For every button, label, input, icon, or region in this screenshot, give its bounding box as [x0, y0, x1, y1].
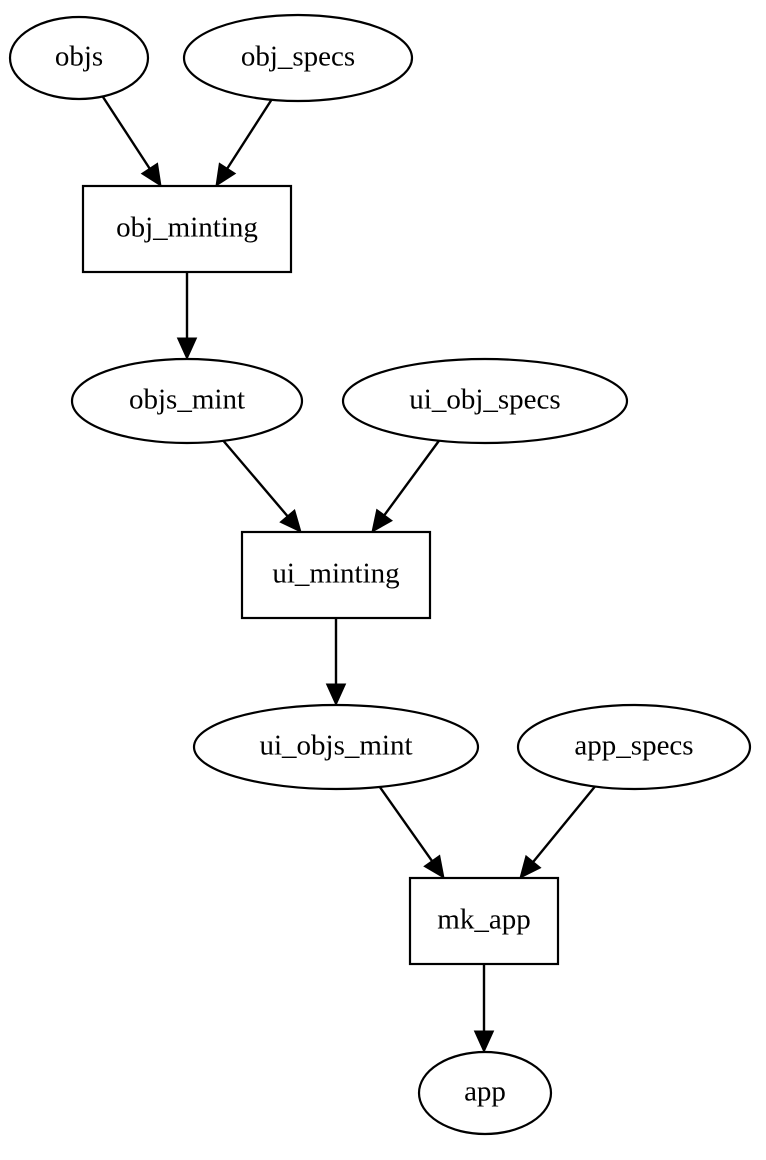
arrowhead-icon: [473, 1030, 495, 1054]
edge-line: [101, 96, 151, 170]
node-rect-obj_minting[interactable]: [81, 184, 293, 274]
node-ellipse-ui_objs_mint[interactable]: [192, 703, 480, 791]
edge-objs-to-obj_minting: [101, 96, 162, 188]
node-rect-mk_app[interactable]: [408, 876, 560, 966]
node-ellipse-app_specs[interactable]: [516, 703, 752, 791]
edge-line: [383, 437, 442, 516]
arrowhead-icon: [371, 508, 394, 533]
node-app_specs[interactable]: app_specs: [516, 703, 752, 791]
edge-line: [226, 98, 274, 169]
node-objs[interactable]: objs: [8, 15, 150, 101]
edge-line: [220, 437, 289, 517]
arrowhead-icon: [423, 854, 445, 879]
edge-app_specs-to-mk_app: [519, 783, 598, 879]
node-ellipse-app[interactable]: [417, 1050, 553, 1136]
node-ellipse-objs_mint[interactable]: [70, 357, 304, 445]
edge-mk_app-to-app: [473, 964, 495, 1054]
node-ellipse-obj_specs[interactable]: [182, 13, 414, 103]
node-app[interactable]: app: [417, 1050, 553, 1136]
edge-obj_minting-to-objs_mint: [176, 272, 198, 361]
node-objs_mint[interactable]: objs_mint: [70, 357, 304, 445]
node-ui_minting[interactable]: ui_minting: [240, 530, 432, 620]
edge-line: [532, 783, 598, 863]
node-ui_objs_mint[interactable]: ui_objs_mint: [192, 703, 480, 791]
arrowhead-icon: [215, 162, 237, 188]
arrowhead-icon: [140, 162, 162, 188]
arrowhead-icon: [325, 683, 347, 707]
node-obj_minting[interactable]: obj_minting: [81, 184, 293, 274]
node-ellipse-objs[interactable]: [8, 15, 150, 101]
arrowhead-icon: [279, 508, 302, 533]
edge-obj_specs-to-obj_minting: [215, 98, 274, 188]
edge-ui_minting-to-ui_objs_mint: [325, 618, 347, 707]
edge-ui_obj_specs-to-ui_minting: [371, 437, 442, 533]
edge-objs_mint-to-ui_minting: [220, 437, 302, 533]
node-rect-ui_minting[interactable]: [240, 530, 432, 620]
edges-layer: [101, 96, 598, 1054]
node-mk_app[interactable]: mk_app: [408, 876, 560, 966]
node-obj_specs[interactable]: obj_specs: [182, 13, 414, 103]
arrowhead-icon: [176, 337, 198, 361]
nodes-layer: objs obj_specs obj_minting objs_mint ui_obj_…: [8, 13, 752, 1136]
node-ui_obj_specs[interactable]: ui_obj_specs: [341, 357, 629, 445]
arrowhead-icon: [519, 854, 542, 879]
edge-line: [376, 782, 433, 862]
node-ellipse-ui_obj_specs[interactable]: [341, 357, 629, 445]
edge-ui_objs_mint-to-mk_app: [376, 782, 445, 879]
